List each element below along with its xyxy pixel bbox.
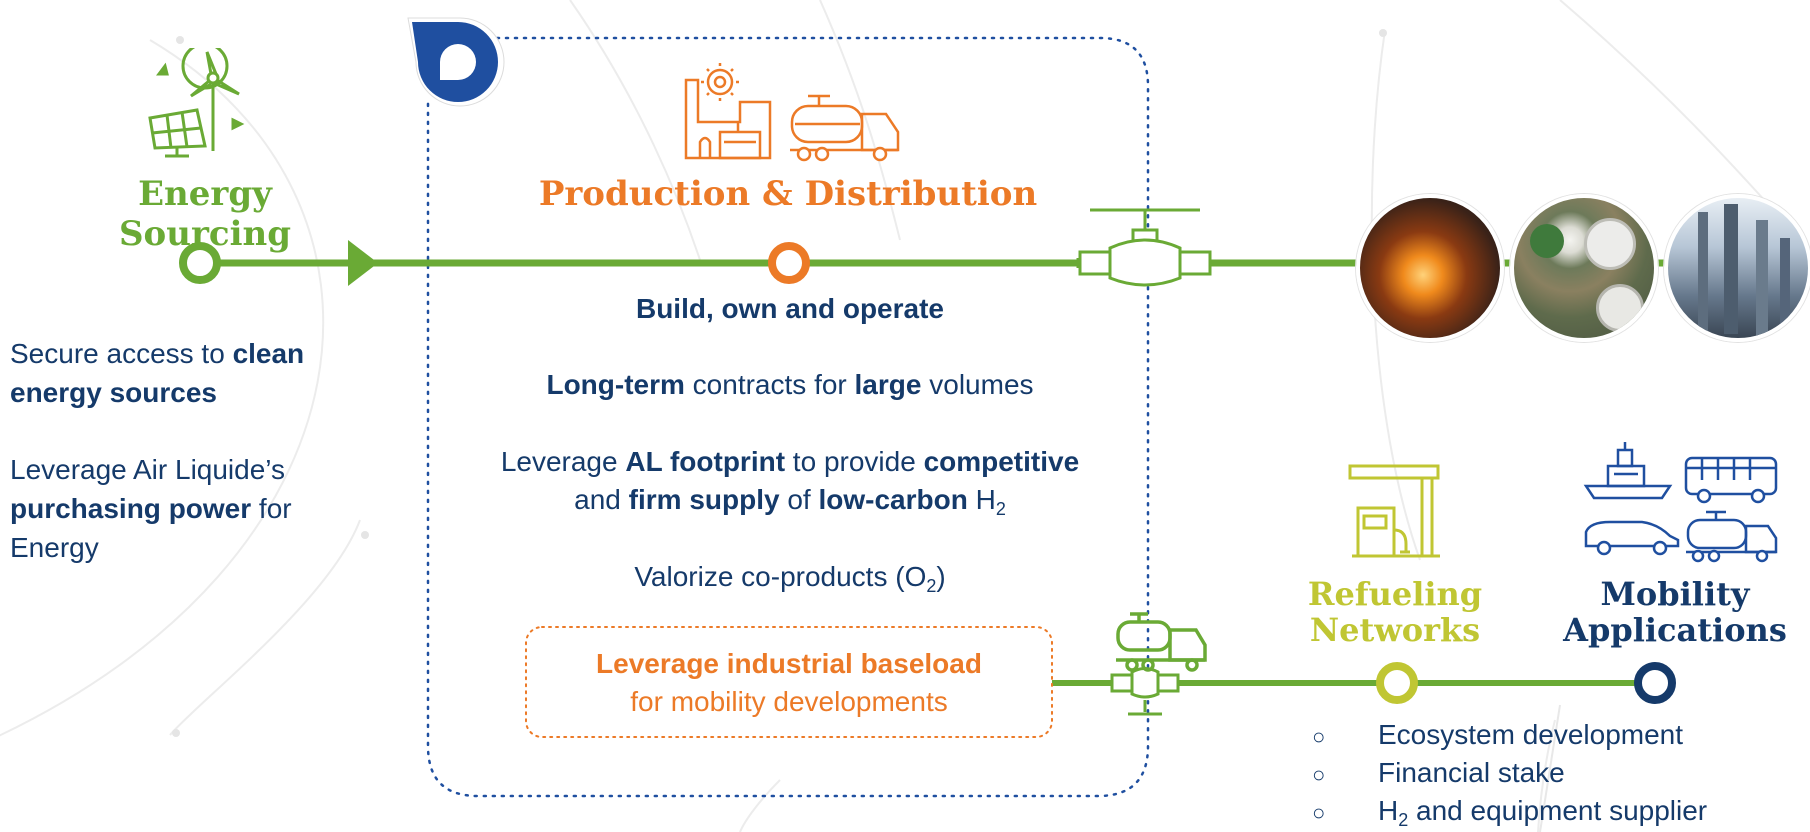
list-item: ○Ecosystem development	[1312, 719, 1684, 750]
refueling-node	[1376, 662, 1418, 704]
energy-purchasing-text: Leverage Air Liquide’s purchasing power …	[10, 454, 292, 563]
energy-node	[179, 242, 221, 284]
production-distribution-title: Production & Distribution	[538, 174, 1038, 214]
list-item: ○Financial stake	[1312, 757, 1565, 788]
mobility-icons	[1580, 440, 1780, 564]
storage-tanks-photo	[1510, 194, 1658, 342]
ship-icon	[1583, 442, 1673, 500]
factory-icon	[684, 63, 772, 160]
valve-icon	[1076, 208, 1212, 287]
valorize-coproducts-text: Valorize co-products (O2)	[634, 561, 946, 596]
truck-icon	[1686, 510, 1778, 563]
mobility-node	[1634, 662, 1676, 704]
tanker-truck-icon	[790, 94, 900, 162]
air-liquide-logo-icon	[400, 10, 506, 116]
production-node	[768, 242, 810, 284]
steel-furnace-photo	[1356, 194, 1504, 342]
energy-clean-sources-text: Secure access to clean energy sources	[10, 338, 305, 408]
long-term-contracts-text: Long-term contracts for large volumes	[546, 369, 1034, 400]
solar-wind-icon	[145, 42, 255, 158]
list-item: ○H2 and equipment supplier	[1312, 795, 1708, 830]
mobility-bullet-list: ○Ecosystem development ○Financial stake …	[1302, 716, 1802, 830]
lower-tanker-icon	[1116, 612, 1207, 672]
al-footprint-text: Leverage AL footprint to provide competi…	[500, 446, 1080, 519]
build-own-operate-text: Build, own and operate	[635, 293, 944, 324]
production-icons	[680, 62, 910, 162]
energy-sourcing-title: Energy Sourcing	[119, 174, 291, 254]
refinery-photo	[1664, 194, 1810, 342]
fuel-station-icon	[1344, 464, 1450, 564]
lower-valve-icon	[1110, 667, 1180, 716]
car-icon	[1584, 520, 1680, 556]
flow-arrow	[348, 240, 378, 286]
bus-icon	[1684, 456, 1778, 504]
